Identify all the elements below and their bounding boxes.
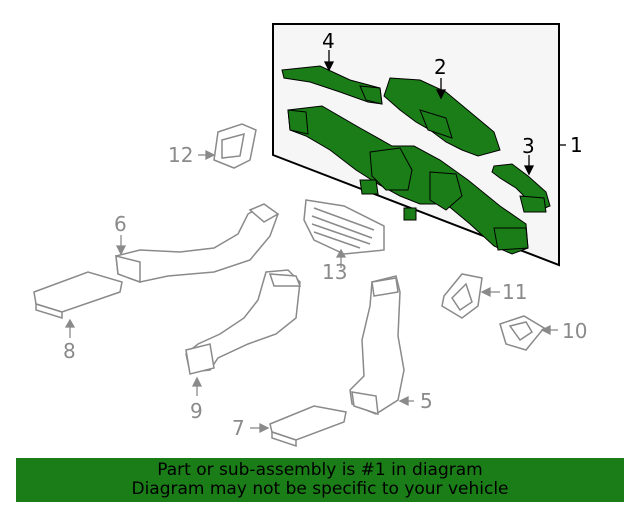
callout-8: 8 — [63, 339, 76, 363]
part-13-vent[interactable] — [303, 199, 385, 255]
callout-10: 10 — [562, 319, 587, 343]
callout-5: 5 — [420, 389, 433, 413]
banner-line-1: Part or sub-assembly is #1 in diagram — [157, 460, 483, 480]
part-11-vent[interactable] — [441, 273, 483, 319]
part-3-duct[interactable] — [491, 163, 551, 213]
leader-lines-highlight — [323, 50, 566, 176]
part-7-bracket[interactable] — [269, 405, 347, 448]
callout-12: 12 — [168, 143, 193, 167]
callout-2: 2 — [434, 55, 447, 79]
callout-1: 1 — [570, 133, 583, 157]
part-2-duct[interactable] — [383, 77, 501, 157]
callout-7: 7 — [232, 416, 245, 440]
info-banner: Part or sub-assembly is #1 in diagram Di… — [16, 458, 624, 502]
part-10-vent[interactable] — [499, 315, 546, 351]
part-5-duct[interactable] — [349, 275, 405, 416]
main-duct-assembly[interactable] — [287, 105, 529, 255]
callout-3: 3 — [522, 134, 535, 158]
parts-diagram: 1 2 3 4 5 6 7 8 9 10 11 12 13 — [33, 23, 587, 448]
part-6-duct[interactable] — [115, 203, 280, 284]
banner-line-2: Diagram may not be specific to your vehi… — [131, 479, 509, 499]
part-4-duct[interactable] — [281, 65, 383, 105]
callout-9: 9 — [190, 399, 203, 423]
leader-lines-gray — [64, 149, 558, 434]
part-8-bracket[interactable] — [33, 271, 123, 320]
callout-13: 13 — [322, 260, 347, 284]
callout-4: 4 — [322, 29, 335, 53]
callout-11: 11 — [502, 280, 527, 304]
part-12-vent[interactable] — [213, 123, 257, 169]
callout-6: 6 — [114, 212, 127, 236]
part-9-duct[interactable] — [185, 269, 302, 375]
